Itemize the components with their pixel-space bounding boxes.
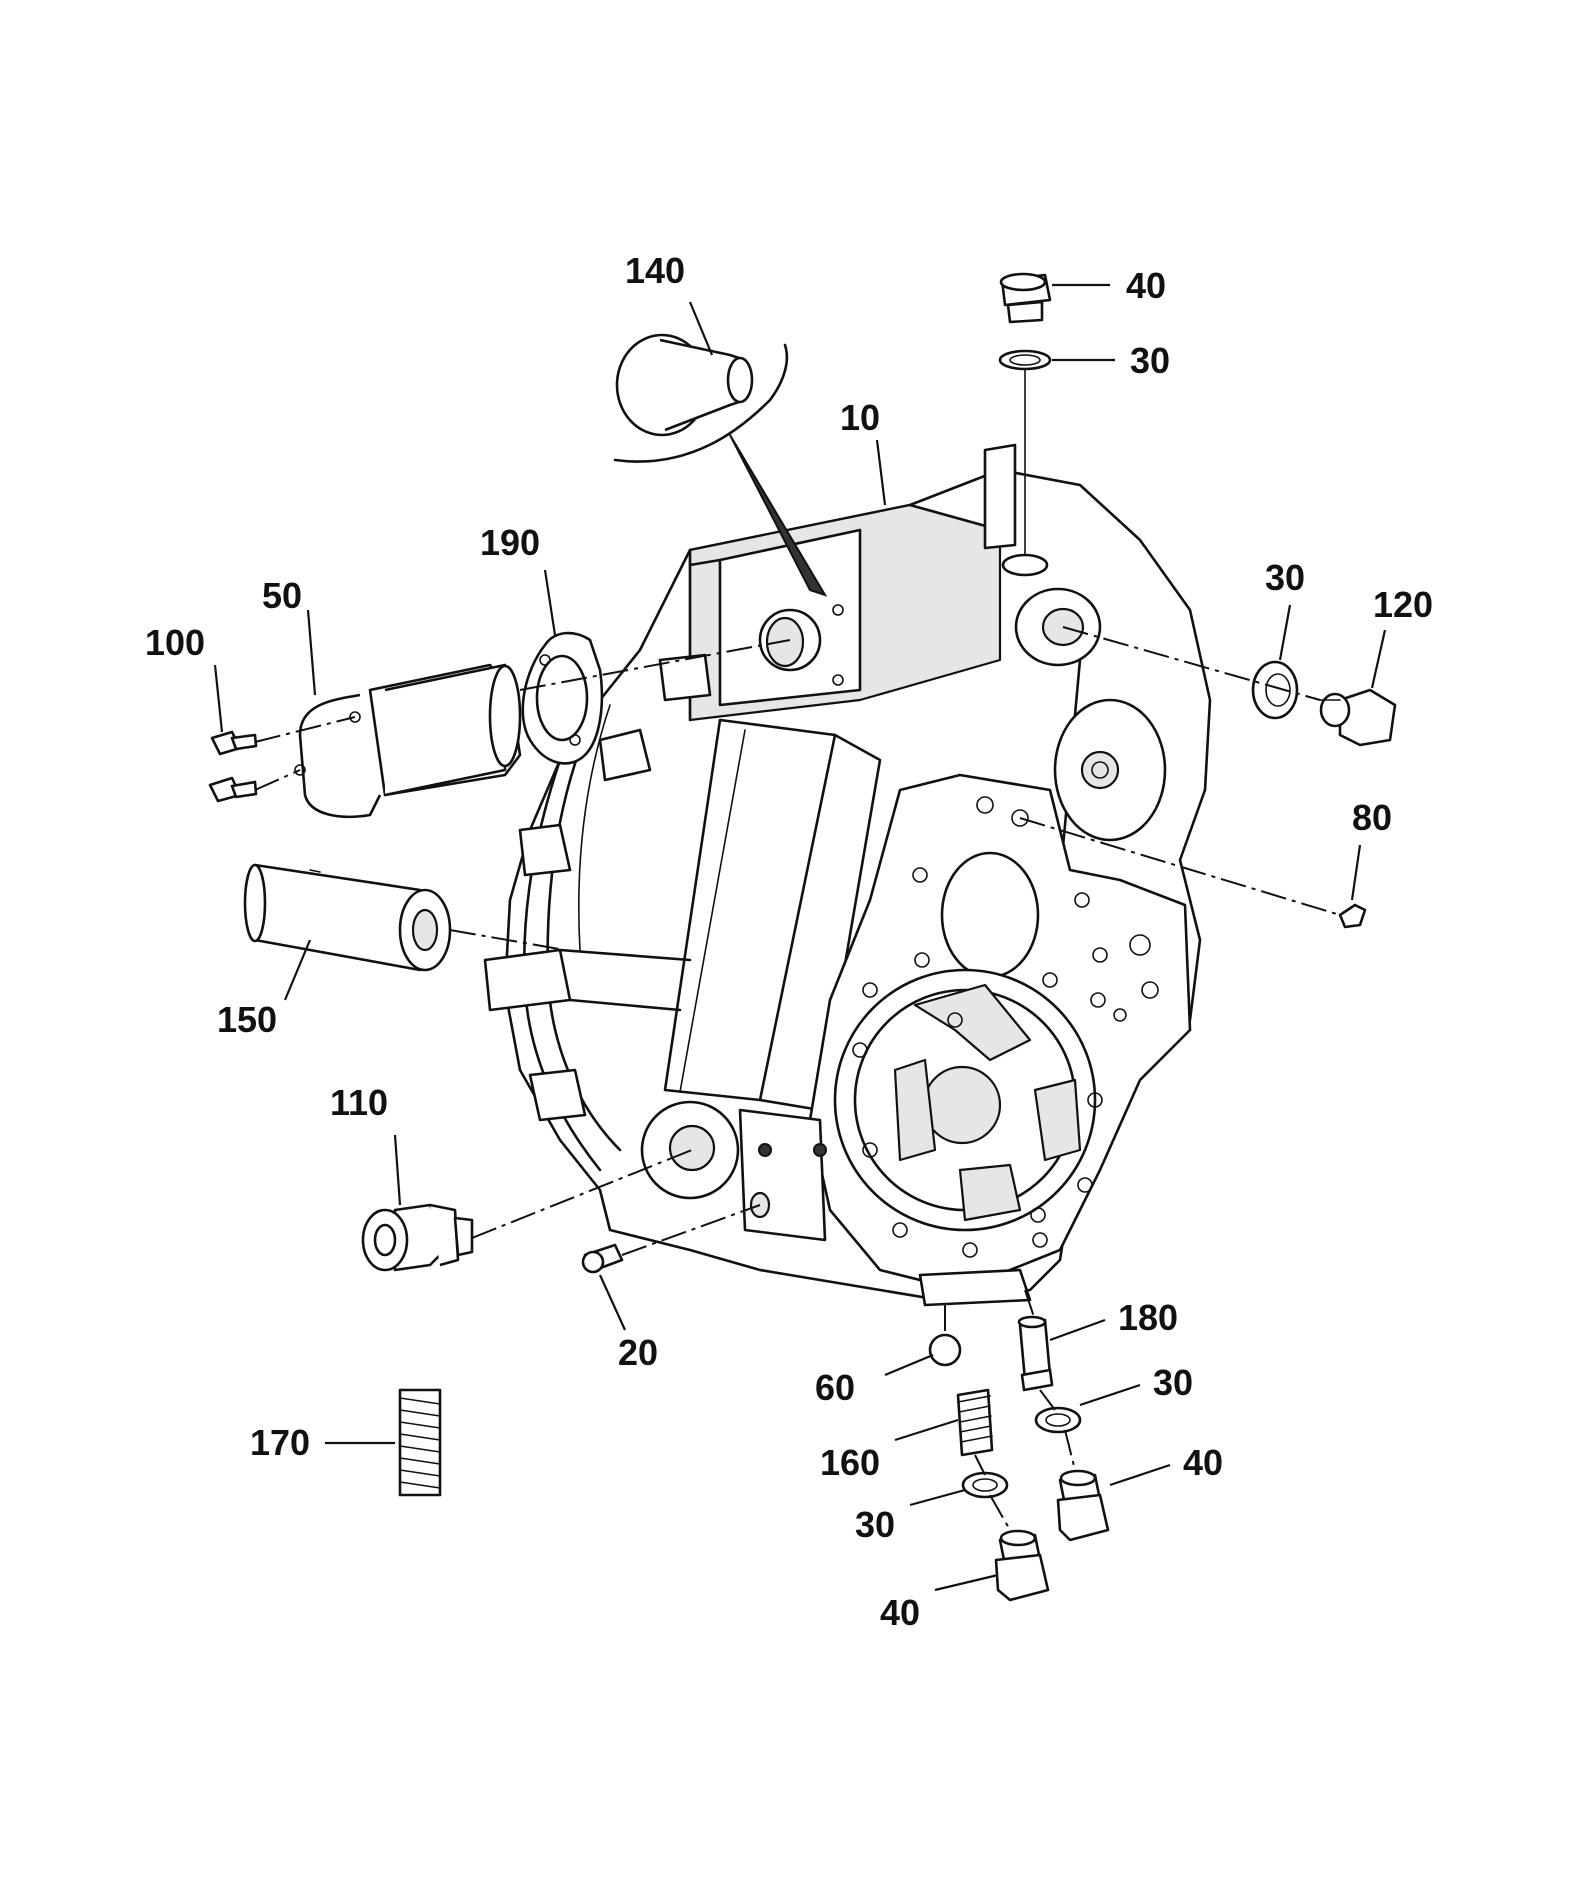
callout-30-bl: 30 xyxy=(855,1504,895,1545)
callout-180: 180 xyxy=(1118,1297,1178,1338)
part-180-sleeve xyxy=(1017,1315,1054,1392)
callout-190: 190 xyxy=(480,522,540,563)
part-30-bl-washer xyxy=(961,1471,1009,1499)
callout-30-right: 30 xyxy=(1265,557,1305,598)
part-80-pin xyxy=(1338,903,1367,929)
leader-lines xyxy=(213,283,1387,1592)
callout-160: 160 xyxy=(820,1442,880,1483)
part-140-plug-detail xyxy=(613,333,828,597)
part-30-right-washer xyxy=(1251,660,1299,720)
callout-10: 10 xyxy=(840,397,880,438)
part-50-filter xyxy=(294,663,522,819)
part-110-fitting xyxy=(361,1203,474,1272)
main-housing xyxy=(483,443,1212,1307)
callout-170: 170 xyxy=(250,1422,310,1463)
part-190-gasket xyxy=(521,631,604,765)
callout-150: 150 xyxy=(217,999,277,1040)
part-40-top-plug xyxy=(999,272,1052,324)
callout-120: 120 xyxy=(1373,584,1433,625)
callout-60: 60 xyxy=(815,1367,855,1408)
callout-40-br: 40 xyxy=(1183,1442,1223,1483)
callout-30-top: 30 xyxy=(1130,340,1170,381)
part-40-bottom-plug xyxy=(994,1529,1050,1602)
part-170-spring xyxy=(398,1388,442,1497)
assembly-lines xyxy=(254,626,1341,1531)
part-150-pin xyxy=(243,863,452,972)
callout-40-bottom: 40 xyxy=(880,1592,920,1633)
callout-40-top: 40 xyxy=(1126,265,1166,306)
part-160-spring xyxy=(956,1388,994,1457)
callout-30-br: 30 xyxy=(1153,1362,1193,1403)
part-30-top-washer xyxy=(998,349,1052,371)
callout-100: 100 xyxy=(145,622,205,663)
callout-80: 80 xyxy=(1352,797,1392,838)
part-30-br-washer xyxy=(1034,1406,1082,1434)
callout-50: 50 xyxy=(262,575,302,616)
part-120-plug xyxy=(1319,688,1397,747)
callout-110: 110 xyxy=(330,1082,388,1123)
part-20-plug xyxy=(581,1243,624,1274)
callout-140: 140 xyxy=(625,250,685,291)
callout-20: 20 xyxy=(618,1332,658,1373)
part-40-br-plug xyxy=(1056,1469,1110,1542)
part-100-bolts xyxy=(208,730,258,803)
part-60-ball xyxy=(928,1333,962,1367)
